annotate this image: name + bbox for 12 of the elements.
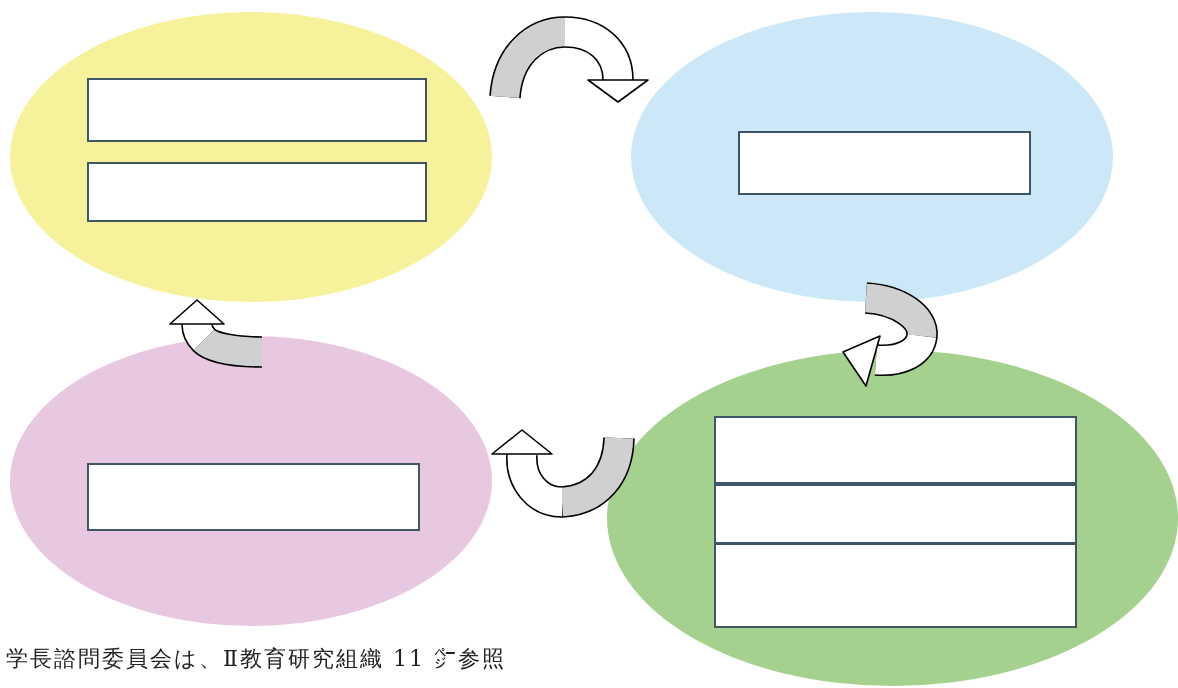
empty-box xyxy=(87,162,427,222)
empty-box xyxy=(87,463,420,531)
empty-box xyxy=(714,543,1077,628)
empty-box xyxy=(87,78,427,142)
curved-arrow xyxy=(842,282,938,387)
footnote: 学長諮問委員会は、Ⅱ教育研究組織 11 ㌻参照 xyxy=(6,645,506,673)
curved-arrow xyxy=(489,16,649,103)
curved-arrow xyxy=(491,429,635,518)
empty-box xyxy=(714,484,1077,544)
empty-box xyxy=(714,416,1077,484)
empty-box xyxy=(738,131,1031,195)
curved-arrow xyxy=(169,299,263,368)
